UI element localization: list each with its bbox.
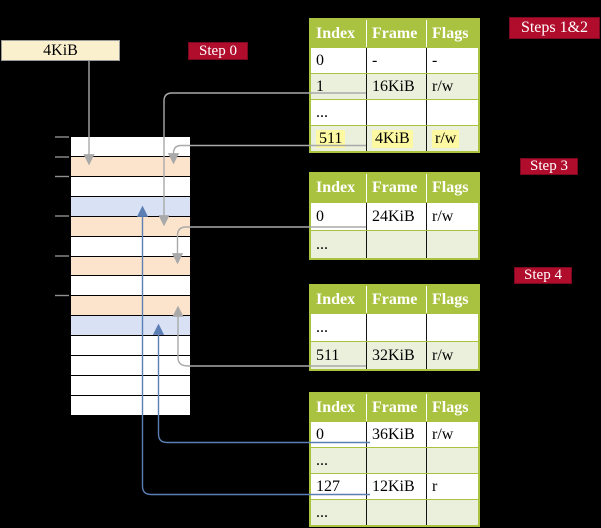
page-table-2: Index Frame Flags 0 24KiB r/w ...	[309, 172, 480, 260]
table-row: 1 16KiB r/w	[311, 73, 478, 99]
badge-steps-1-2: Steps 1&2	[509, 17, 600, 39]
table-row: 127 12KiB r	[311, 473, 478, 499]
table-row: 0 - -	[311, 47, 478, 73]
table-row: 0 24KiB r/w	[311, 202, 478, 230]
column-header-index: Index	[311, 174, 367, 202]
cell-index: 511	[311, 342, 367, 369]
memory-row-1	[71, 137, 190, 157]
cell-frame	[367, 500, 427, 525]
table-header: Index Frame Flags	[311, 286, 478, 313]
memory-row-5	[71, 216, 190, 237]
cell-frame: 16KiB	[367, 74, 427, 99]
cell-index: 0	[311, 422, 367, 447]
cell-frame	[367, 100, 427, 125]
cell-frame	[367, 231, 427, 258]
cell-flags: r/w	[427, 126, 478, 151]
column-header-frame: Frame	[367, 174, 427, 202]
table-row-highlighted: 511 4KiB r/w	[311, 125, 478, 151]
memory-row-3	[71, 176, 190, 197]
column-header-flags: Flags	[432, 290, 469, 308]
cell-index: 511	[311, 126, 367, 151]
memory-row-6	[71, 236, 190, 257]
table-row: ...	[311, 313, 478, 341]
memory-row-4	[71, 196, 190, 217]
cell-index: 0	[311, 203, 367, 230]
memory-row-8	[71, 276, 190, 297]
memory-row-12	[71, 356, 190, 377]
column-header-frame: Frame	[367, 20, 427, 47]
table-row: 0 36KiB r/w	[311, 421, 478, 447]
column-header-index: Index	[311, 394, 367, 421]
cell-index: 1	[311, 74, 367, 99]
memory-row-13	[71, 376, 190, 396]
table-row: 511 32KiB r/w	[311, 341, 478, 369]
memory-row-10	[71, 316, 190, 337]
cell-frame: 12KiB	[367, 474, 427, 499]
cell-flags	[427, 314, 478, 341]
cell-flags	[427, 231, 478, 258]
cell-frame: 24KiB	[367, 203, 427, 230]
table-row: ...	[311, 447, 478, 473]
badge-step-0: Step 0	[188, 42, 248, 60]
memory-row-14	[71, 395, 190, 415]
cell-flags	[427, 100, 478, 125]
column-header-frame: Frame	[367, 394, 427, 421]
column-header-index: Index	[311, 286, 367, 313]
badge-step-4: Step 4	[514, 267, 572, 284]
cell-frame: -	[367, 48, 427, 73]
highlighted-value: 511	[316, 129, 346, 148]
cell-index: 0	[311, 48, 367, 73]
memory-row-9	[71, 296, 190, 317]
page-size-box: 4KiB	[1, 40, 120, 61]
cell-flags: r/w	[432, 77, 454, 95]
column-header-flags: Flags	[432, 179, 469, 196]
cell-frame: 4KiB	[367, 126, 427, 151]
page-table-4: Index Frame Flags 0 36KiB r/w ... 127 12…	[309, 392, 480, 527]
cell-flags: -	[432, 51, 438, 69]
cell-index: ...	[311, 314, 367, 341]
cell-frame	[367, 448, 427, 473]
memory-row-7	[71, 256, 190, 277]
memory-row-2	[71, 156, 190, 177]
stack-tick-marks	[55, 136, 69, 297]
cell-flags: r/w	[432, 346, 454, 364]
cell-flags: r	[432, 477, 438, 495]
cell-frame	[367, 314, 427, 341]
page-table-1: Index Frame Flags 0 - - 1 16KiB r/w ... …	[309, 18, 480, 153]
highlighted-value: r/w	[432, 129, 460, 148]
cell-index: ...	[311, 231, 367, 258]
table-row: ...	[311, 499, 478, 525]
column-header-flags: Flags	[432, 398, 469, 416]
column-header-frame: Frame	[367, 286, 427, 313]
highlighted-value: 4KiB	[372, 129, 413, 148]
cell-flags: r/w	[432, 425, 454, 443]
cell-flags: r/w	[432, 207, 454, 225]
column-header-index: Index	[311, 20, 367, 47]
table-row: ...	[311, 99, 478, 125]
cell-index: ...	[311, 500, 367, 525]
table-header: Index Frame Flags	[311, 394, 478, 421]
cell-flags	[427, 448, 478, 473]
cell-frame: 32KiB	[367, 342, 427, 369]
column-header-flags: Flags	[432, 24, 469, 42]
table-row: ...	[311, 230, 478, 258]
memory-row-11	[71, 336, 190, 357]
page-table-3: Index Frame Flags ... 511 32KiB r/w	[309, 284, 480, 371]
memory-frame-stack	[70, 136, 191, 416]
table-header: Index Frame Flags	[311, 20, 478, 47]
badge-step-3: Step 3	[520, 158, 578, 175]
cell-index: ...	[311, 448, 367, 473]
cell-index: ...	[311, 100, 367, 125]
cell-frame: 36KiB	[367, 422, 427, 447]
table-header: Index Frame Flags	[311, 174, 478, 202]
cell-index: 127	[311, 474, 367, 499]
cell-flags	[427, 500, 478, 525]
